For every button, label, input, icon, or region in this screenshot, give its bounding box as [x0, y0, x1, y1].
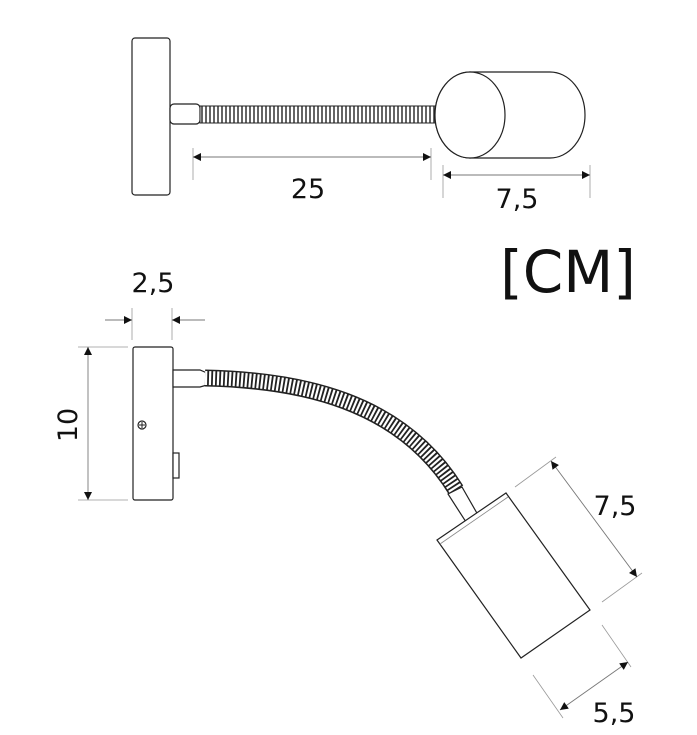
gooseneck [199, 105, 451, 124]
wall-plate-side [132, 346, 174, 501]
arm-stub [169, 103, 201, 125]
extension-line [514, 456, 557, 488]
extension-line [532, 674, 564, 719]
gooseneck-side [204, 369, 464, 495]
dimension-arrow-shade-diameter [559, 661, 629, 711]
shade-side [436, 492, 591, 659]
plate-depth-label: 2,5 [132, 268, 175, 299]
dimension-arrow-shade-length [550, 460, 638, 578]
plate-height-label: 10 [53, 408, 84, 442]
switch [172, 452, 180, 479]
shade-end [434, 71, 506, 159]
wall-plate [131, 37, 171, 196]
unit-label: [CM] [500, 238, 636, 306]
arm-stub-side [172, 369, 208, 388]
side-view: 2,5 10 7,5 5,5 [53, 268, 643, 729]
side-shade-length-label: 7,5 [594, 491, 637, 522]
top-view: 25 7,5 [131, 37, 591, 215]
top-shade-length-label: 7,5 [496, 184, 539, 215]
shade-diameter-label: 5,5 [593, 698, 636, 729]
arm-length-label: 25 [291, 174, 325, 205]
extension-line [601, 572, 643, 603]
extension-line [601, 624, 632, 668]
